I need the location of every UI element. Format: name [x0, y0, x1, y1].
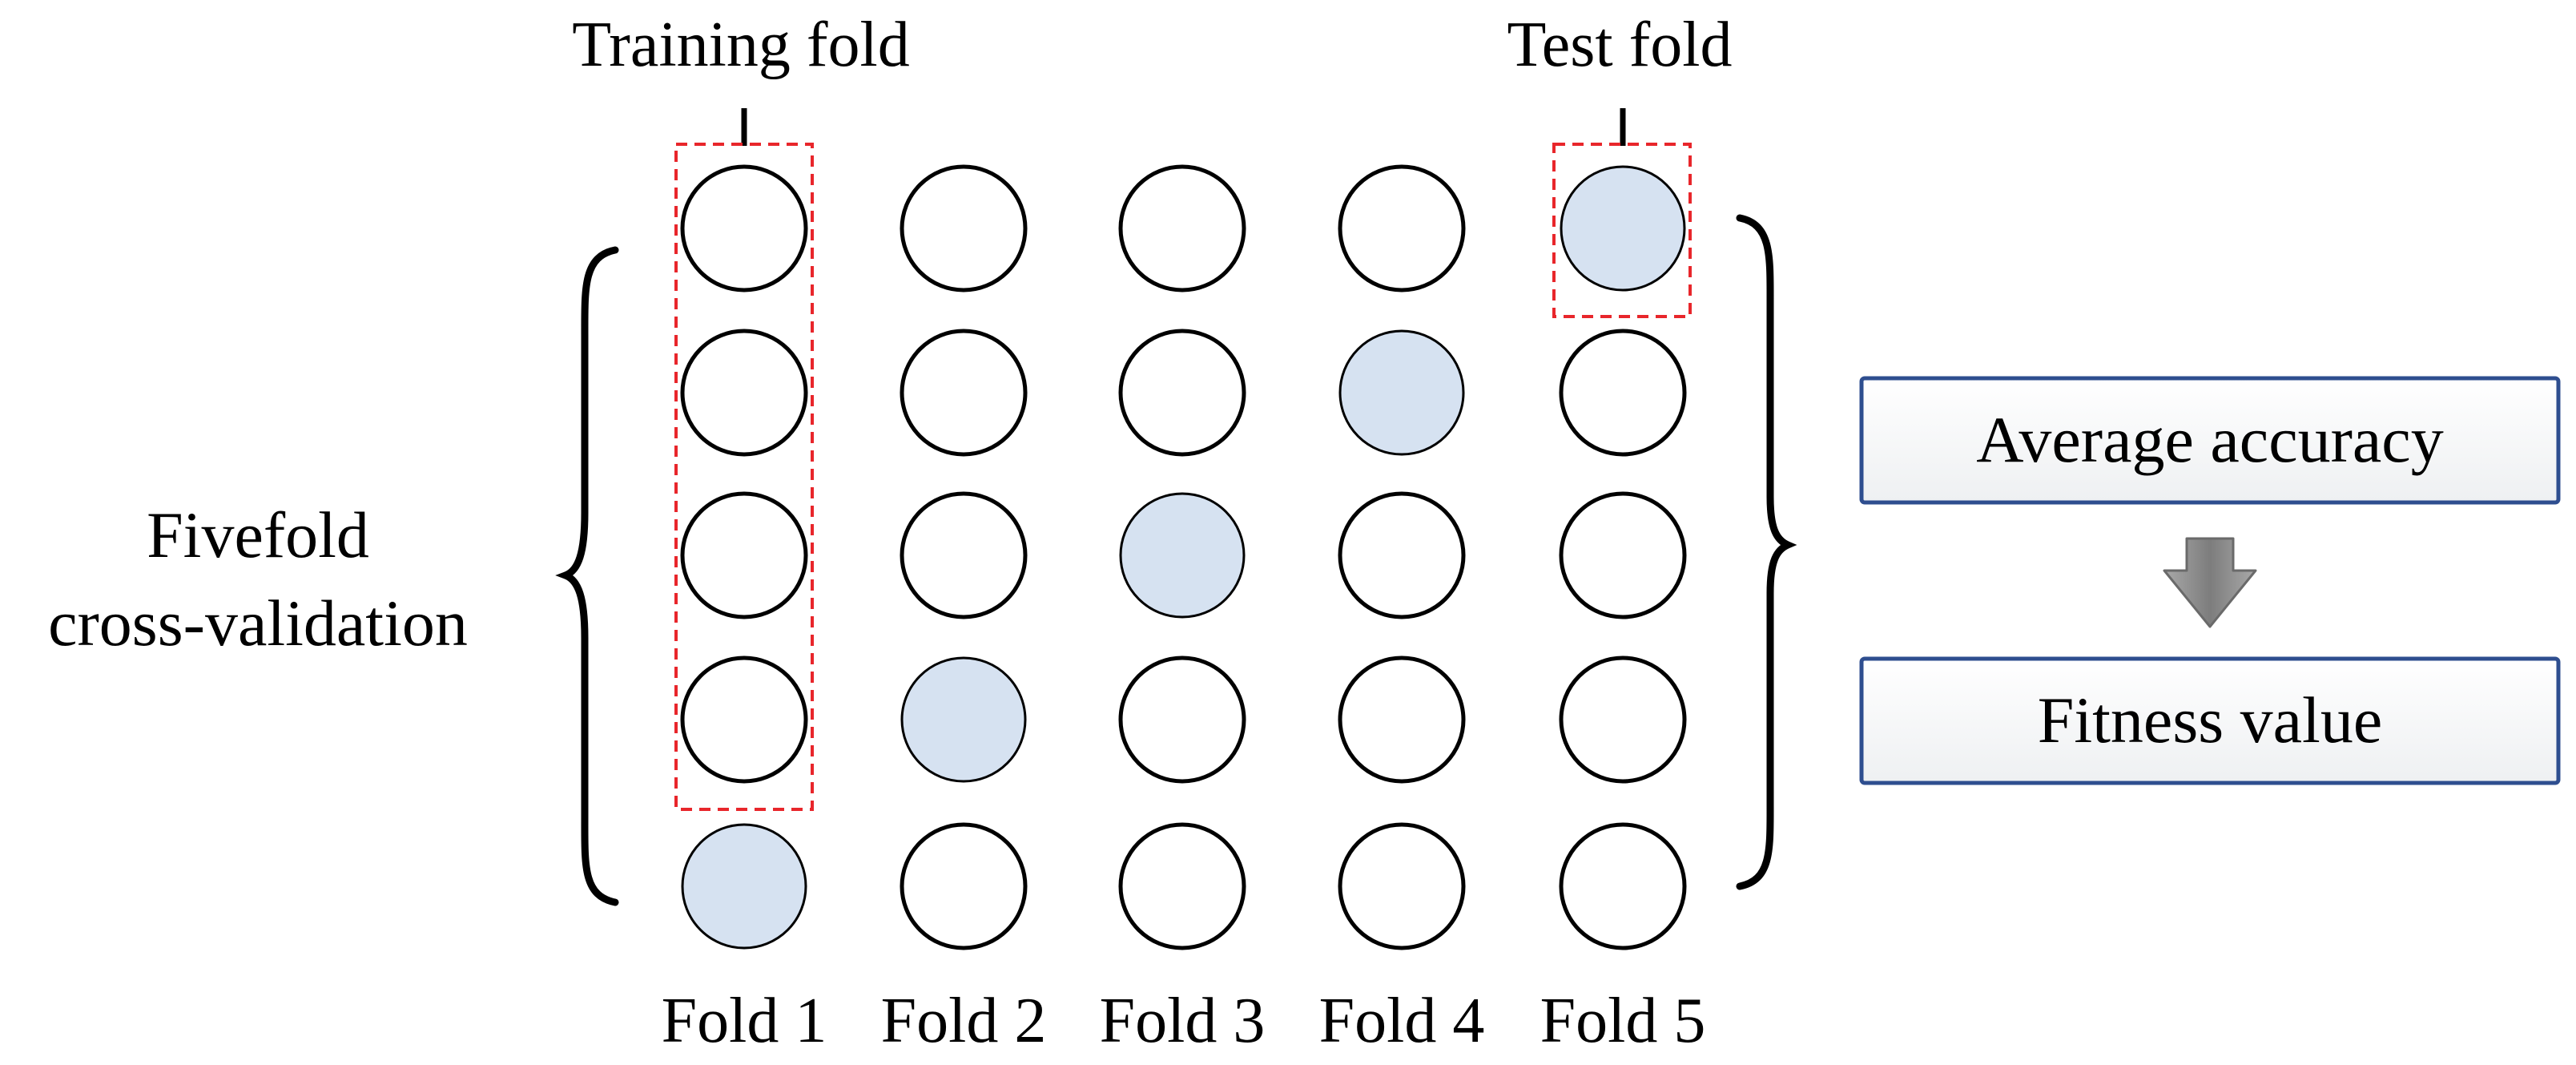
train-sample-circle-f1-r3: [680, 491, 808, 619]
cv-label-line1: Fivefold: [147, 498, 369, 571]
left-curly-brace: [555, 246, 619, 906]
train-sample-circle-f4-r5: [1338, 822, 1466, 950]
test-sample-circle-f5-r1: [1560, 165, 1686, 292]
fold-label-3: Fold 3: [1100, 986, 1266, 1056]
fold-label-5: Fold 5: [1540, 986, 1706, 1056]
train-sample-circle-f5-r2: [1559, 329, 1687, 457]
fold-label-4: Fold 4: [1319, 986, 1485, 1056]
fold-label-1: Fold 1: [662, 986, 827, 1056]
train-sample-circle-f4-r3: [1338, 491, 1466, 619]
train-sample-circle-f2-r2: [900, 329, 1028, 457]
train-sample-circle-f4-r4: [1338, 656, 1466, 784]
train-sample-circle-f3-r2: [1118, 329, 1246, 457]
test-fold-highlight-box: [1552, 143, 1692, 318]
train-sample-circle-f5-r3: [1559, 491, 1687, 619]
test-sample-circle-f1-r5: [681, 823, 807, 950]
train-sample-circle-f3-r1: [1118, 164, 1246, 292]
fold-column-1: Fold 1: [662, 164, 827, 1056]
test-sample-circle-f3-r3: [1119, 492, 1246, 619]
train-sample-circle-f2-r5: [900, 822, 1028, 950]
train-sample-circle-f3-r5: [1118, 822, 1246, 950]
average-accuracy-label: Average accuracy: [1976, 403, 2443, 476]
fitness-value-label: Fitness value: [2038, 684, 2382, 756]
test-sample-circle-f2-r4: [900, 656, 1027, 783]
train-sample-circle-f5-r5: [1559, 822, 1687, 950]
right-curly-brace: [1736, 214, 1797, 890]
train-sample-circle-f1-r4: [680, 656, 808, 784]
training-fold-highlight-box: [674, 143, 814, 811]
fold-column-3: Fold 3: [1100, 164, 1266, 1056]
test-fold-label: Test fold: [1507, 10, 1732, 80]
cv-label-line2: cross-validation: [48, 587, 468, 660]
train-sample-circle-f1-r2: [680, 329, 808, 457]
fold-column-5: Fold 5: [1540, 165, 1706, 1056]
test-sample-circle-f4-r2: [1338, 329, 1465, 456]
average-accuracy-box: [1859, 376, 2561, 505]
train-sample-circle-f2-r3: [900, 491, 1028, 619]
train-sample-circle-f3-r4: [1118, 656, 1246, 784]
train-sample-circle-f2-r1: [900, 164, 1028, 292]
down-arrow-icon: [2163, 537, 2257, 628]
fold-grid: Fold 1 Fold 2 Fold 3 Fold 4 Fold 5: [662, 164, 1706, 1056]
fitness-value-box: [1859, 656, 2561, 785]
fold-column-2: Fold 2: [881, 164, 1047, 1056]
fold-label-2: Fold 2: [881, 986, 1047, 1056]
train-sample-circle-f1-r1: [680, 164, 808, 292]
train-sample-circle-f4-r1: [1338, 164, 1466, 292]
train-sample-circle-f5-r4: [1559, 656, 1687, 784]
fold-column-4: Fold 4: [1319, 164, 1485, 1056]
training-fold-label: Training fold: [572, 10, 910, 80]
